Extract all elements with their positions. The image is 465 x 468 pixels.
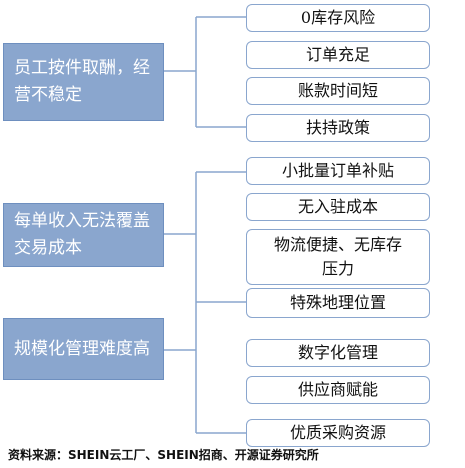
item-box-1-4: 扶持政策 xyxy=(246,114,430,142)
item-label: 小批量订单补贴 xyxy=(281,161,394,180)
item-label: 数字化管理 xyxy=(297,343,378,362)
item-box-3-1: 特殊地理位置 xyxy=(246,288,430,318)
item-label: 无入驻成本 xyxy=(297,197,378,216)
category-box-1: 员工按件取酬，经营不稳定 xyxy=(3,43,164,121)
item-label: 优质采购资源 xyxy=(289,423,386,442)
category-box-3: 规模化管理难度高 xyxy=(3,318,164,380)
item-label: 订单充足 xyxy=(305,45,370,64)
connector-group-1 xyxy=(164,16,246,128)
item-box-3-2: 数字化管理 xyxy=(246,339,430,367)
item-box-3-3: 供应商赋能 xyxy=(246,376,430,404)
item-label: 账款时间短 xyxy=(297,81,378,100)
category-label-3: 规模化管理难度高 xyxy=(14,338,150,359)
item-label: 扶持政策 xyxy=(305,118,370,137)
item-box-2-3: 物流便捷、无库存压力 xyxy=(246,229,430,285)
item-label: 特殊地理位置 xyxy=(289,293,386,312)
item-label: 供应商赋能 xyxy=(297,380,378,399)
item-box-1-3: 账款时间短 xyxy=(246,77,430,105)
item-label: 0库存风险 xyxy=(300,8,376,27)
item-box-1-2: 订单充足 xyxy=(246,41,430,69)
item-box-3-4: 优质采购资源 xyxy=(246,419,430,447)
connector-group-2 xyxy=(164,171,246,303)
item-box-1-1: 0库存风险 xyxy=(246,4,430,32)
item-box-2-1: 小批量订单补贴 xyxy=(246,157,430,185)
category-box-2: 每单收入无法覆盖交易成本 xyxy=(3,203,164,267)
category-label-2: 每单收入无法覆盖交易成本 xyxy=(14,211,150,258)
category-label-1: 员工按件取酬，经营不稳定 xyxy=(14,58,150,105)
source-note: 资料来源：SHEIN云工厂、SHEIN招商、开源证券研究所 xyxy=(8,448,319,462)
item-label: 物流便捷、无库存压力 xyxy=(273,235,402,278)
connector-group-3 xyxy=(164,302,246,434)
item-box-2-2: 无入驻成本 xyxy=(246,193,430,221)
